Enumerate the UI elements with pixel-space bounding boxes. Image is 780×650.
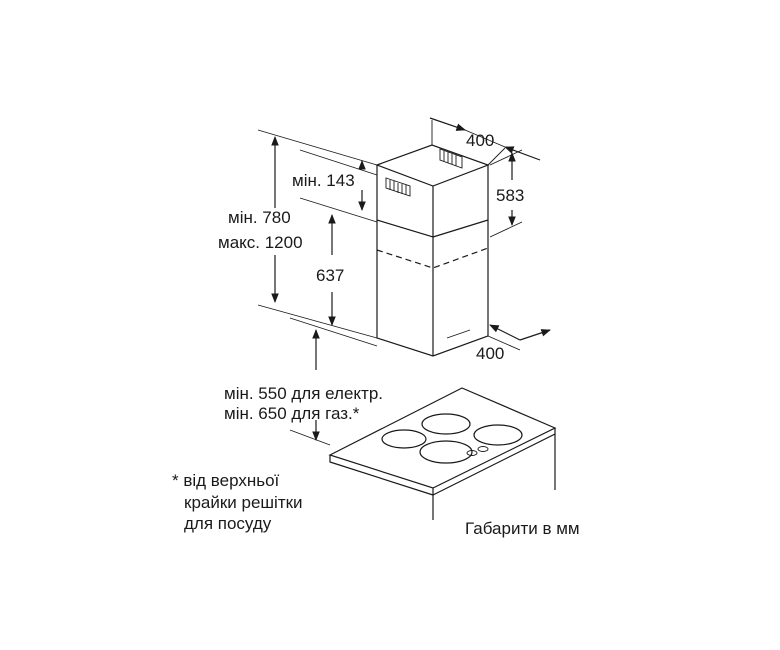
label-clearance-electric: мін. 550 для електр. <box>224 384 384 403</box>
dim-min-143 <box>299 149 378 223</box>
label-bottom-width: 400 <box>476 344 505 363</box>
footnote-line-3: для посуду <box>184 514 272 533</box>
cooktop <box>328 387 557 520</box>
vent-grille-right <box>439 148 463 169</box>
burner-rear-right <box>421 413 471 435</box>
dim-upper-height <box>489 149 523 238</box>
label-clearance-gas: мін. 650 для газ.* <box>224 404 360 423</box>
burner-front-right <box>473 424 523 446</box>
footnote-line-1: * від верхньої <box>172 471 280 490</box>
dim-top-width <box>429 117 541 166</box>
dim-bottom-width <box>487 324 551 351</box>
units-note: Габарити в мм <box>465 519 580 538</box>
footnote-line-2: крайки решітки <box>184 493 303 512</box>
dim-clearance <box>289 317 378 446</box>
chimney-upper <box>375 144 490 238</box>
burner-rear-left <box>381 429 427 449</box>
label-min-143: мін. 143 <box>292 171 355 190</box>
burner-front-left <box>419 440 473 464</box>
label-total-max: макс. 1200 <box>218 233 303 252</box>
dim-total-height <box>257 129 378 339</box>
hood-lower <box>376 220 489 357</box>
label-upper-height: 583 <box>496 186 525 205</box>
vent-grille-left <box>385 177 411 197</box>
label-top-width: 400 <box>466 131 495 150</box>
label-637: 637 <box>316 266 345 285</box>
label-total-min: мін. 780 <box>228 208 291 227</box>
